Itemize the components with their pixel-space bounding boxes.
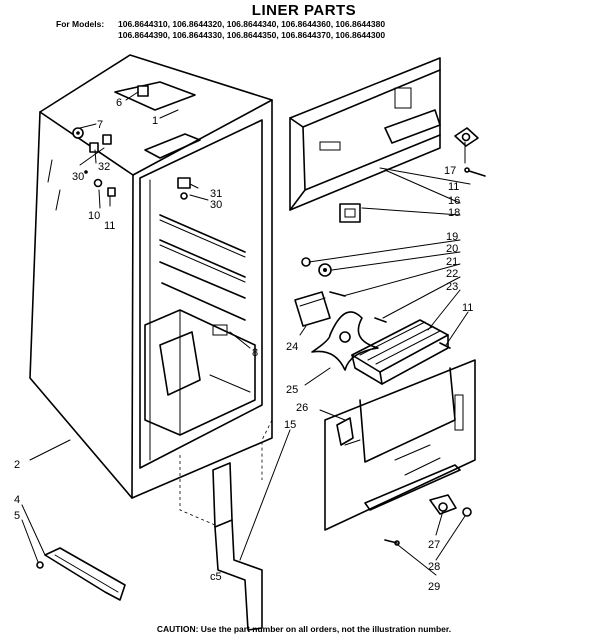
callout-23: 23 bbox=[446, 281, 458, 293]
callout-29: 29 bbox=[428, 581, 440, 593]
callout-24: 24 bbox=[286, 341, 298, 353]
callout-10: 10 bbox=[88, 210, 100, 222]
callout-11c: 11 bbox=[462, 302, 473, 314]
callout-18: 18 bbox=[448, 207, 460, 219]
models-line-1: 106.8644310, 106.8644320, 106.8644340, 1… bbox=[118, 19, 386, 29]
callout-11a: 11 bbox=[104, 220, 115, 232]
callout-16: 16 bbox=[448, 195, 460, 207]
callout-2: 2 bbox=[14, 459, 20, 471]
callout-31: 31 bbox=[210, 188, 222, 200]
callout-c5: c5 bbox=[210, 571, 222, 583]
callout-6: 6 bbox=[116, 97, 122, 109]
callout-4: 4 bbox=[14, 494, 20, 506]
caution-note: CAUTION: Use the part number on all orde… bbox=[156, 624, 452, 634]
callout-1: 1 bbox=[152, 115, 158, 127]
callout-26: 26 bbox=[296, 402, 308, 414]
leader-lines bbox=[21, 91, 471, 576]
callout-7: 7 bbox=[97, 119, 103, 131]
models-label: For Models: bbox=[56, 19, 105, 29]
model-list: For Models: 106.8644310, 106.8644320, 106… bbox=[56, 19, 385, 41]
models-line-2: 106.8644390, 106.8644330, 106.8644350, 1… bbox=[118, 30, 386, 40]
freezer-back-panel bbox=[324, 359, 476, 546]
callout-27: 27 bbox=[428, 539, 440, 551]
callout-11b: 11 bbox=[448, 181, 459, 193]
callout-17: 17 bbox=[444, 165, 456, 177]
page-title: LINER PARTS bbox=[251, 2, 357, 19]
callout-labels: 1 6 7 32 30 10 11 31 30 8 2 4 5 15 c5 17… bbox=[14, 97, 473, 593]
callout-30b: 30 bbox=[210, 199, 222, 211]
callout-19: 19 bbox=[446, 231, 458, 243]
callout-21: 21 bbox=[446, 256, 458, 268]
callout-30a: 30 bbox=[72, 171, 84, 183]
callout-5: 5 bbox=[14, 510, 20, 522]
evaporator-cover bbox=[289, 57, 486, 223]
callout-28: 28 bbox=[428, 561, 440, 573]
callout-8: 8 bbox=[252, 347, 258, 359]
callout-32: 32 bbox=[98, 161, 110, 173]
liner-cabinet bbox=[29, 54, 273, 499]
callout-25: 25 bbox=[286, 384, 298, 396]
callout-15: 15 bbox=[284, 419, 296, 431]
lower-parts bbox=[36, 419, 273, 631]
callout-22: 22 bbox=[446, 268, 458, 280]
fan-motor-assembly bbox=[294, 257, 451, 385]
callout-20: 20 bbox=[446, 243, 458, 255]
